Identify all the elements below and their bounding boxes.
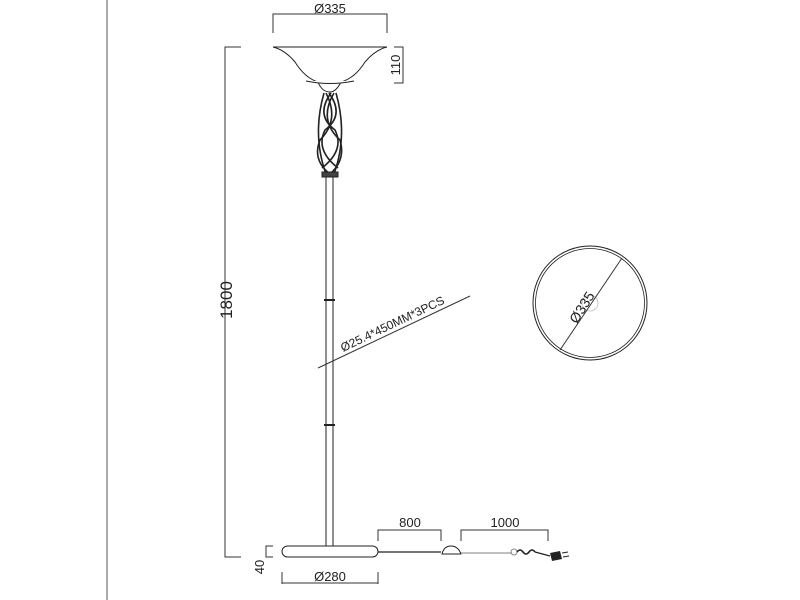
power-cord: [378, 545, 570, 561]
total-height-label: 1800: [217, 281, 236, 319]
base-diameter-dimension: Ø280: [281, 569, 379, 584]
shade-height-dimension: 110: [388, 46, 404, 84]
total-height-dimension: 1800: [217, 46, 241, 558]
plug-distance-label: 1000: [491, 515, 520, 530]
pole-spec-callout: Ø25.4*450MM*3PCS: [317, 293, 471, 369]
pole-spec-label: Ø25.4*450MM*3PCS: [338, 293, 446, 354]
foot-switch: [441, 545, 462, 555]
lamp-base: [281, 545, 379, 558]
top-view: Ø335: [532, 245, 648, 361]
switch-distance-dimension: 800: [377, 515, 442, 541]
lamp-shade: [272, 46, 388, 93]
base-height-dimension: 40: [252, 545, 273, 574]
base-diameter-label: Ø280: [314, 569, 346, 584]
shade-height-label: 110: [388, 55, 403, 76]
base-height-label: 40: [252, 560, 267, 574]
switch-distance-label: 800: [399, 515, 421, 530]
twisted-cage: [316, 92, 343, 178]
plug-icon: [550, 551, 562, 561]
plug-distance-dimension: 1000: [460, 515, 549, 541]
shade-width-label: Ø335: [314, 1, 346, 16]
shade-width-dimension: Ø335: [272, 1, 388, 33]
